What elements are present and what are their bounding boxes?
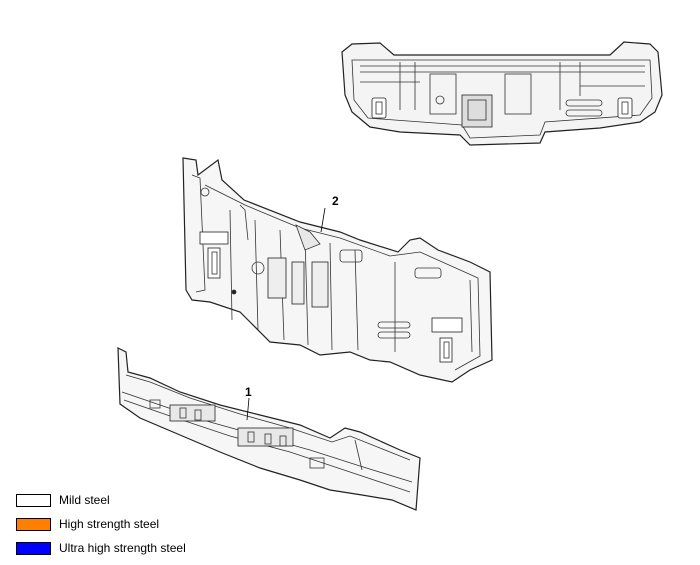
callout-2-leader [320, 207, 326, 233]
legend-swatch [16, 517, 51, 531]
legend-swatch [16, 541, 51, 555]
legend-item-mild-steel: Mild steel [16, 492, 186, 508]
legend-swatch [16, 493, 51, 507]
callout-1-leader [246, 397, 250, 421]
legend-label: Ultra high strength steel [59, 541, 186, 555]
part-1-lower-member [117, 347, 421, 511]
legend-item-ultra-high-strength-steel: Ultra high strength steel [16, 540, 186, 556]
part-2-rear-panel [182, 157, 493, 383]
assembled-panel-view [341, 41, 663, 146]
legend-item-high-strength-steel: High strength steel [16, 516, 186, 532]
material-legend: Mild steel High strength steel Ultra hig… [16, 492, 186, 564]
legend-label: High strength steel [59, 517, 160, 531]
callout-number-1: 1 [245, 385, 252, 399]
callout-number-2: 2 [332, 194, 339, 208]
legend-label: Mild steel [59, 493, 110, 507]
